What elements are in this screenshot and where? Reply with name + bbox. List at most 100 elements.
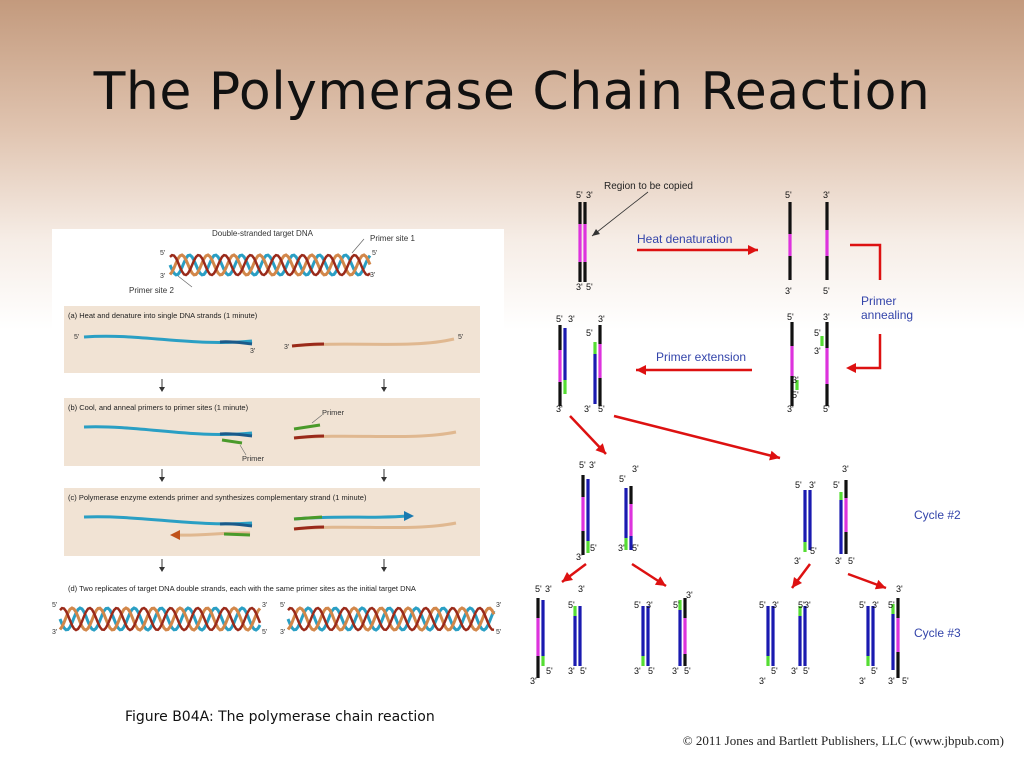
end-label-62: 5' bbox=[803, 666, 810, 676]
end-label-46: 5' bbox=[580, 666, 587, 676]
annealing-bracket-bottom bbox=[852, 334, 882, 370]
primer-site-2-label: Primer site 2 bbox=[129, 286, 174, 295]
cycle-arrow-left-head bbox=[595, 443, 606, 454]
end-label-55: 5' bbox=[759, 600, 766, 610]
c3-arrow-2-head bbox=[654, 576, 666, 586]
end-label-29: 3' bbox=[618, 543, 625, 553]
end-label-30: 5' bbox=[632, 543, 639, 553]
end-label-40: 3' bbox=[545, 584, 552, 594]
end-label-3: 5' bbox=[586, 282, 593, 292]
replicate-helix-2 bbox=[286, 606, 496, 632]
slide-title: The Polymerase Chain Reaction bbox=[93, 62, 931, 122]
end-label-64: 3' bbox=[872, 600, 879, 610]
end-label-31: 5' bbox=[795, 480, 802, 490]
primer-b-top bbox=[293, 423, 321, 431]
end-label-12: 3' bbox=[792, 375, 799, 385]
region-to-copy-label: Region to be copied bbox=[604, 181, 693, 192]
helix-3-left: 3' bbox=[160, 273, 165, 280]
end-label-41: 3' bbox=[578, 584, 585, 594]
end-label-67: 3' bbox=[859, 676, 866, 686]
end-label-51: 3' bbox=[634, 666, 641, 676]
pcr-cycle-schematic: Region to be copied Heat denaturation Pr… bbox=[520, 170, 990, 690]
c3-arrow-3-head bbox=[792, 577, 802, 588]
step-b-text: (b) Cool, and anneal primers to primer s… bbox=[68, 403, 249, 412]
annealing-bracket-top bbox=[850, 243, 882, 280]
strand-a-5b: 5' bbox=[458, 334, 463, 341]
end-label-54: 5' bbox=[684, 666, 691, 676]
end-label-36: 5' bbox=[810, 546, 817, 556]
end-label-2: 3' bbox=[576, 282, 583, 292]
strand-a-red-end bbox=[291, 342, 325, 348]
primer-extension-arrow-head bbox=[636, 365, 646, 375]
end-label-45: 3' bbox=[568, 666, 575, 676]
end-label-58: 3' bbox=[804, 600, 811, 610]
end-label-38: 5' bbox=[848, 556, 855, 566]
end-label-32: 3' bbox=[809, 480, 816, 490]
end-label-group: 5'3'3'5'5'3'3'5'5'3'5'3'3'5'3'5'5'3'3'5'… bbox=[530, 190, 909, 686]
end-label-26: 5' bbox=[619, 474, 626, 484]
primer-b-top-pointer bbox=[311, 414, 323, 424]
end-label-60: 5' bbox=[771, 666, 778, 676]
cycle-3-label: Cycle #3 bbox=[914, 626, 961, 640]
step-d-text: (d) Two replicates of target DNA double … bbox=[68, 584, 416, 593]
extension-arrow-left bbox=[170, 530, 180, 540]
end-label-70: 5' bbox=[902, 676, 909, 686]
extension-arrow-right bbox=[404, 511, 414, 521]
step-a-text: (a) Heat and denature into single DNA st… bbox=[68, 311, 258, 320]
strand-c-red-end bbox=[293, 525, 325, 531]
cycle-2-label: Cycle #2 bbox=[914, 508, 961, 522]
down-arrow-c1-head bbox=[159, 567, 165, 572]
end-label-1: 3' bbox=[586, 190, 593, 200]
down-arrow-c2-head bbox=[381, 567, 387, 572]
end-label-11: 3' bbox=[814, 346, 821, 356]
helix-5-right: 5' bbox=[372, 250, 377, 257]
primer-annealing-label-2: annealing bbox=[861, 308, 913, 322]
cycle-arrow-right bbox=[613, 414, 781, 460]
strand-group bbox=[536, 202, 900, 678]
primer-site-1-pointer bbox=[351, 238, 365, 254]
strand-a-3b: 3' bbox=[284, 344, 289, 351]
d2-3r: 3' bbox=[496, 602, 501, 609]
end-label-49: 3' bbox=[686, 590, 693, 600]
end-label-13: 5' bbox=[792, 390, 799, 400]
end-label-59: 3' bbox=[759, 676, 766, 686]
end-label-28: 5' bbox=[590, 543, 597, 553]
end-label-68: 5' bbox=[871, 666, 878, 676]
end-label-37: 3' bbox=[835, 556, 842, 566]
strand-a-5: 5' bbox=[74, 334, 79, 341]
end-label-57: 5' bbox=[798, 600, 805, 610]
strand-a-blue-end bbox=[219, 340, 253, 346]
end-label-34: 5' bbox=[833, 480, 840, 490]
end-label-50: 5' bbox=[673, 600, 680, 610]
primer-c-bottom bbox=[223, 532, 251, 537]
strand-c-new-orange bbox=[176, 531, 251, 537]
primer-b-bottom bbox=[221, 438, 243, 445]
helix-5-left: 5' bbox=[160, 250, 165, 257]
replicate-1-strand-1 bbox=[58, 606, 262, 632]
end-label-65: 3' bbox=[896, 584, 903, 594]
replicate-2-strand-3 bbox=[287, 606, 495, 632]
end-label-21: 3' bbox=[584, 404, 591, 414]
d1-3: 3' bbox=[52, 629, 57, 636]
target-helix-strand-3 bbox=[169, 253, 371, 277]
d1-5r: 5' bbox=[262, 629, 267, 636]
down-arrow-a1-head bbox=[159, 387, 165, 392]
primer-b-bottom-label: Primer bbox=[242, 454, 265, 463]
end-label-0: 5' bbox=[576, 190, 583, 200]
primer-b-bottom-pointer bbox=[239, 444, 247, 456]
end-label-61: 3' bbox=[791, 666, 798, 676]
end-label-5: 3' bbox=[823, 190, 830, 200]
end-label-44: 5' bbox=[546, 666, 553, 676]
pcr-textbook-figure: Double-stranded target DNA Primer site 1… bbox=[52, 229, 504, 639]
end-label-69: 3' bbox=[888, 676, 895, 686]
down-arrow-b1-head bbox=[159, 477, 165, 482]
end-label-23: 5' bbox=[579, 460, 586, 470]
end-label-25: 3' bbox=[632, 464, 639, 474]
arrow-group bbox=[561, 243, 887, 590]
region-pointer-head bbox=[592, 229, 600, 236]
end-label-33: 3' bbox=[842, 464, 849, 474]
end-label-27: 3' bbox=[576, 552, 583, 562]
primer-c-top bbox=[293, 515, 323, 521]
down-arrow-a2-head bbox=[381, 387, 387, 392]
strand-b-blue-end bbox=[219, 432, 253, 438]
